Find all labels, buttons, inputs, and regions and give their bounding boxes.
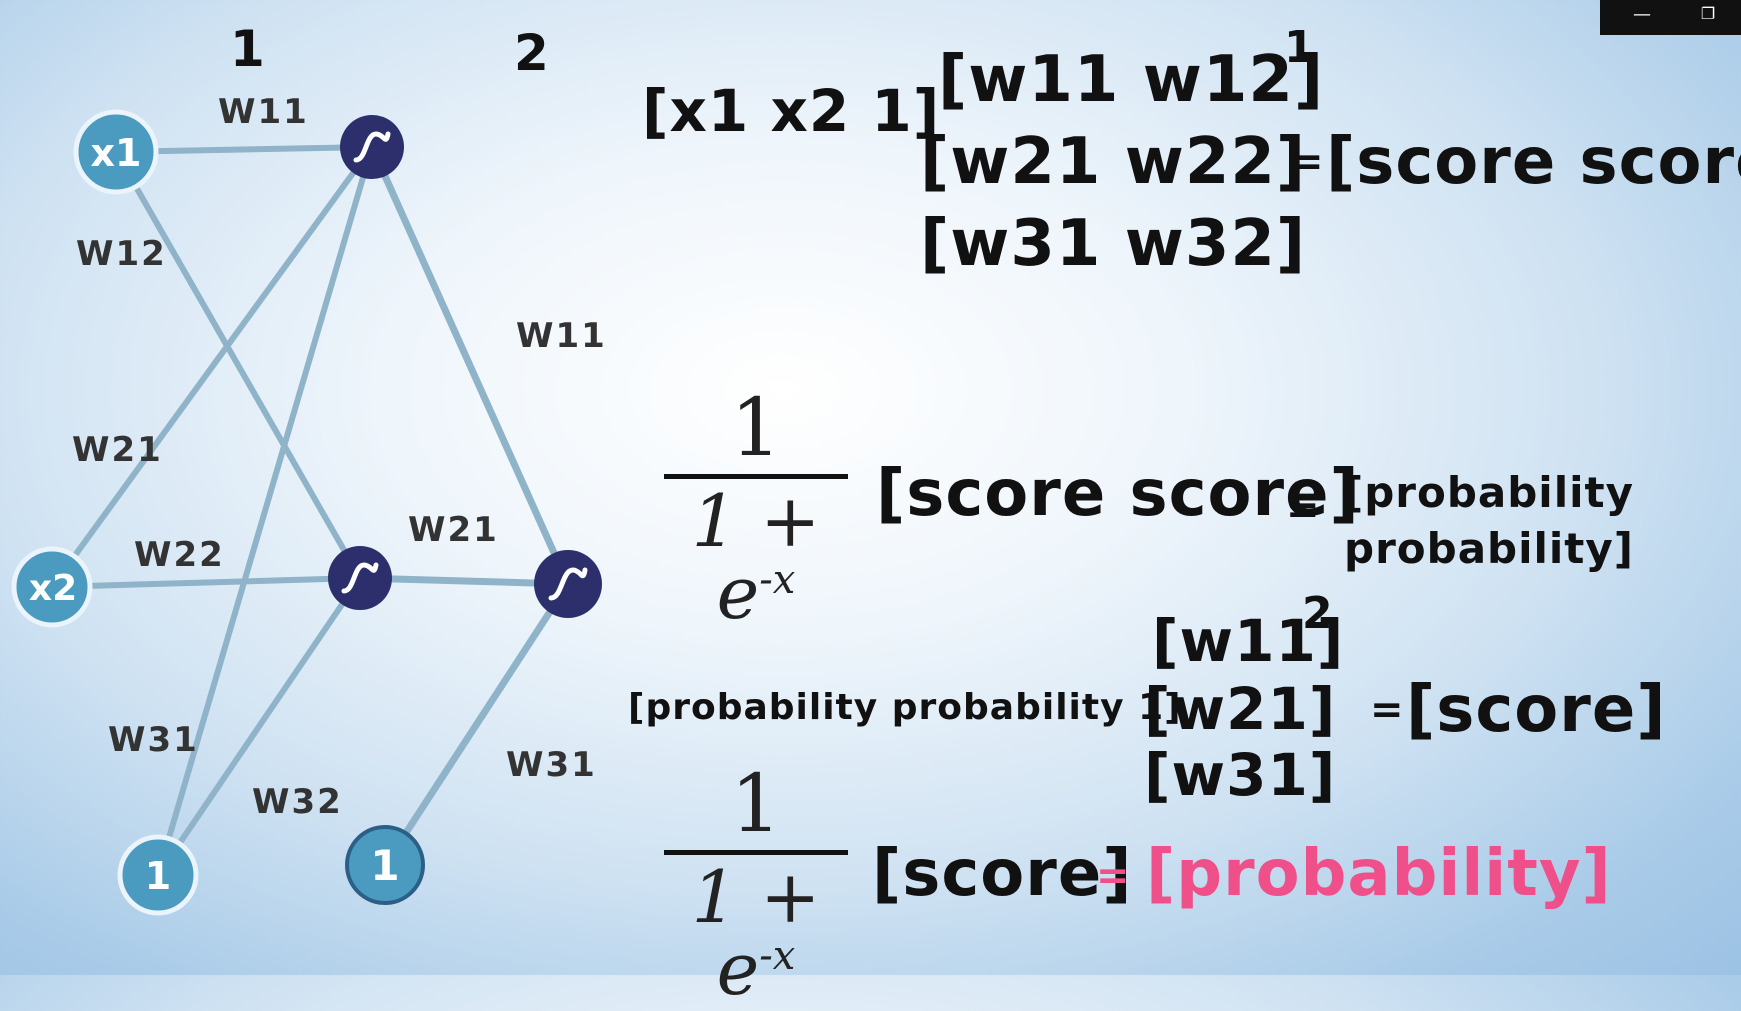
node-bias-2: 1 [345, 825, 425, 905]
sigmoid-2-fraction: 1 1 + e-x [664, 764, 848, 1005]
sigmoid-1-denominator: 1 + e-x [691, 479, 821, 635]
restore-button[interactable]: ❐ [1700, 4, 1716, 23]
sigmoid-2-result: [probability] [1146, 837, 1612, 911]
edge-b1-h1 [155, 146, 375, 876]
eq2-input: [probability probability 1] [628, 687, 1182, 728]
sigmoid-1-numerator: 1 [730, 381, 782, 474]
window-controls: — ❐ [1600, 0, 1741, 35]
eq2-weight-row-2: [w21] [1144, 675, 1337, 743]
weight-label-w11-right: W11 [516, 316, 607, 356]
node-bias-2-label: 1 [370, 841, 399, 890]
fraction-bar [664, 474, 848, 479]
node-bias-1: 1 [117, 834, 199, 916]
edge-x1-h2 [113, 150, 363, 580]
node-x1-label: x1 [91, 131, 142, 175]
weight-label-w31-right: W31 [506, 745, 597, 785]
edge-x1-h1 [115, 144, 373, 155]
eq2-weight-row-3: [w31] [1144, 741, 1337, 809]
edge-b1-h2 [155, 576, 363, 877]
node-x2-label: x2 [29, 568, 77, 609]
eq2-result: [score] [1406, 673, 1667, 747]
node-bias-1-label: 1 [145, 854, 171, 898]
eq2-superscript: 2 [1302, 588, 1333, 639]
edge-h1-out [368, 145, 572, 586]
edge-x2-h1 [49, 145, 375, 589]
sigmoid-icon [341, 562, 379, 594]
sigmoid-2-argument: [score] [872, 837, 1133, 911]
sigmoid-1-equals: = [1286, 487, 1320, 533]
sigmoid-2-equals: = [1096, 853, 1130, 899]
sigmoid-icon [548, 567, 588, 601]
eq1-equals: = [1290, 139, 1324, 185]
node-output [534, 550, 602, 618]
eq1-superscript: 1 [1284, 22, 1315, 73]
network-diagram: x1 x2 1 1 [11, 109, 602, 916]
sigmoid-icon [353, 131, 391, 163]
minimize-button[interactable]: — [1633, 4, 1651, 25]
eq1-result: [score score] [1326, 125, 1741, 199]
weight-label-w21-right: W21 [408, 510, 499, 550]
weight-label-w31-left: W31 [108, 720, 199, 760]
eq1-weight-row-1: [w11 w12] [938, 43, 1325, 117]
sigmoid-2-numerator: 1 [730, 757, 782, 850]
weight-label-w11-left: W11 [218, 92, 309, 132]
node-x1: x1 [73, 109, 159, 195]
node-x2: x2 [11, 546, 93, 628]
weight-label-w12-left: W12 [76, 234, 167, 274]
edge-x2-h2 [51, 575, 361, 590]
weight-label-w21-left: W21 [72, 430, 163, 470]
eq1-weight-row-2: [w21 w22] [920, 125, 1307, 199]
eq2-equals: = [1370, 687, 1404, 733]
sigmoid-1-fraction: 1 1 + e-x [664, 388, 848, 629]
layer-label-2: 2 [514, 24, 549, 82]
layer-label-1: 1 [230, 20, 265, 78]
edge-b2-out [382, 582, 571, 867]
sigmoid-1-argument: [score score] [876, 457, 1360, 531]
weight-label-w22-left: W22 [134, 535, 225, 575]
node-hidden-1 [340, 115, 404, 179]
fraction-bar [664, 850, 848, 855]
eq2-weight-row-1: [w11] [1152, 607, 1345, 675]
edges [49, 144, 572, 877]
sigmoid-1-result-line-1: [probability [1344, 468, 1634, 517]
eq1-weight-row-3: [w31 w32] [920, 207, 1307, 281]
edge-h2-out [359, 574, 569, 588]
eq1-input: [x1 x2 1] [642, 77, 941, 145]
weight-label-w32-left: W32 [252, 782, 343, 822]
node-hidden-2 [328, 546, 392, 610]
sigmoid-1-result-line-2: probability] [1344, 524, 1634, 573]
sigmoid-2-denominator: 1 + e-x [691, 855, 821, 1011]
